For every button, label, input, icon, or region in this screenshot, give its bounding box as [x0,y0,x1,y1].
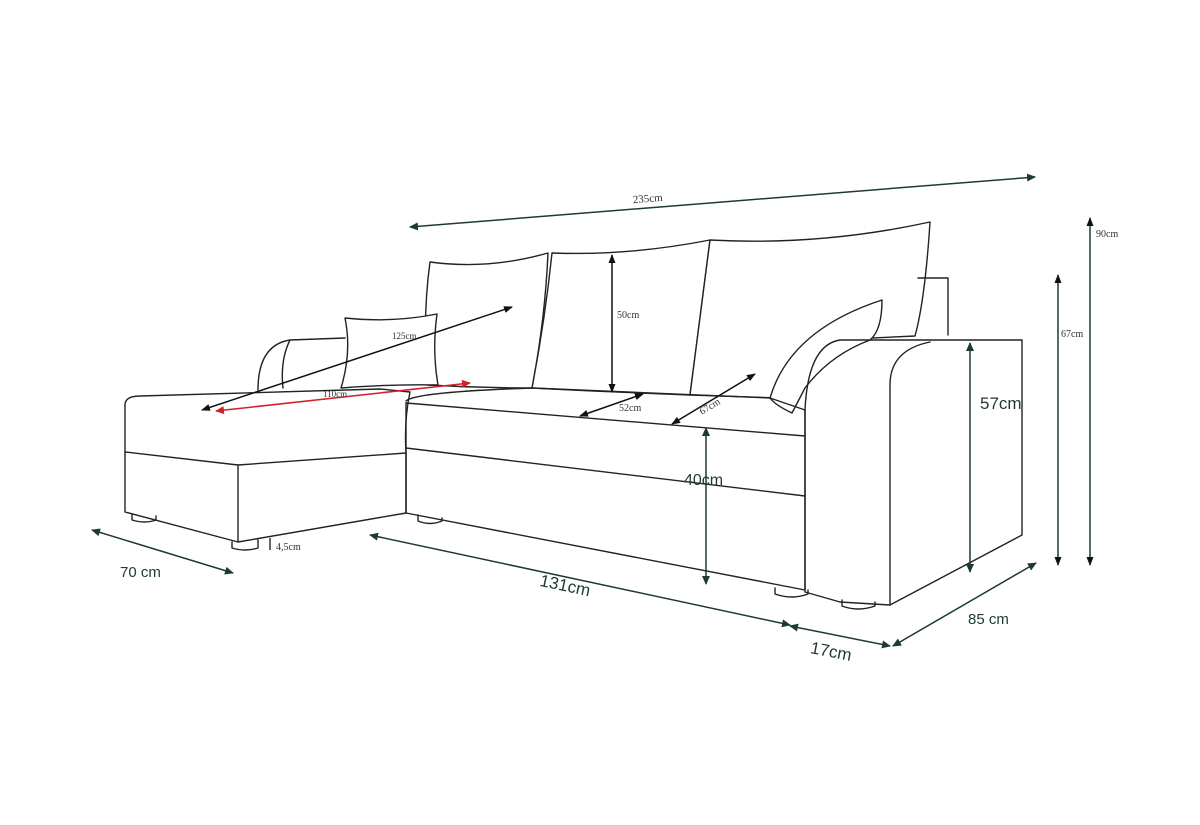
dim-cushion-diag-line [671,373,756,425]
dim-sleeping-width-line [215,379,471,415]
right-armrest-leg [841,599,876,610]
dim-depth-line [892,562,1037,647]
label-cushion-height: 50cm [617,310,639,321]
label-total-length: 235cm [632,192,663,206]
chaise-seat [124,388,411,466]
label-back-height: 67cm [1061,329,1083,340]
label-arm-width: 17cm [809,638,853,665]
main-base [405,447,806,591]
label-sleeping-width: 110cm [323,389,347,399]
back-cushion-right [689,221,931,399]
chaise-base [124,451,407,543]
back-cushion-left [424,252,549,389]
dim-chaise-width-line [91,528,234,575]
main-seat-front [405,402,806,497]
label-total-height: 90cm [1096,229,1118,240]
dim-arm-width-line [789,623,891,649]
right-armrest-front [804,409,891,606]
label-seat-depth: 52cm [619,403,641,414]
dimension-lines [91,173,1094,649]
label-armrest-height: 57cm [980,394,1022,413]
chaise-armrest [257,337,346,391]
main-leg-left [417,514,443,525]
label-main-length: 131cm [538,571,592,600]
sofa-drawing [124,221,1023,610]
label-cushion-diag: 67cm [698,396,723,417]
right-armrest [804,339,1023,606]
label-leg-height: 4,5cm [276,542,301,553]
dim-main-length-line [369,532,791,628]
chaise-leg-back [131,513,157,523]
small-cushion-left [340,313,439,389]
label-depth: 85 cm [968,611,1009,628]
label-sleeping-length: 125cm [392,331,417,341]
dim-total-length-line [409,173,1036,231]
label-seat-height: 40cm [684,472,723,489]
label-chaise-width: 70 cm [120,564,161,581]
dim-seat-depth-line [579,393,644,417]
right-back-post [917,277,949,336]
